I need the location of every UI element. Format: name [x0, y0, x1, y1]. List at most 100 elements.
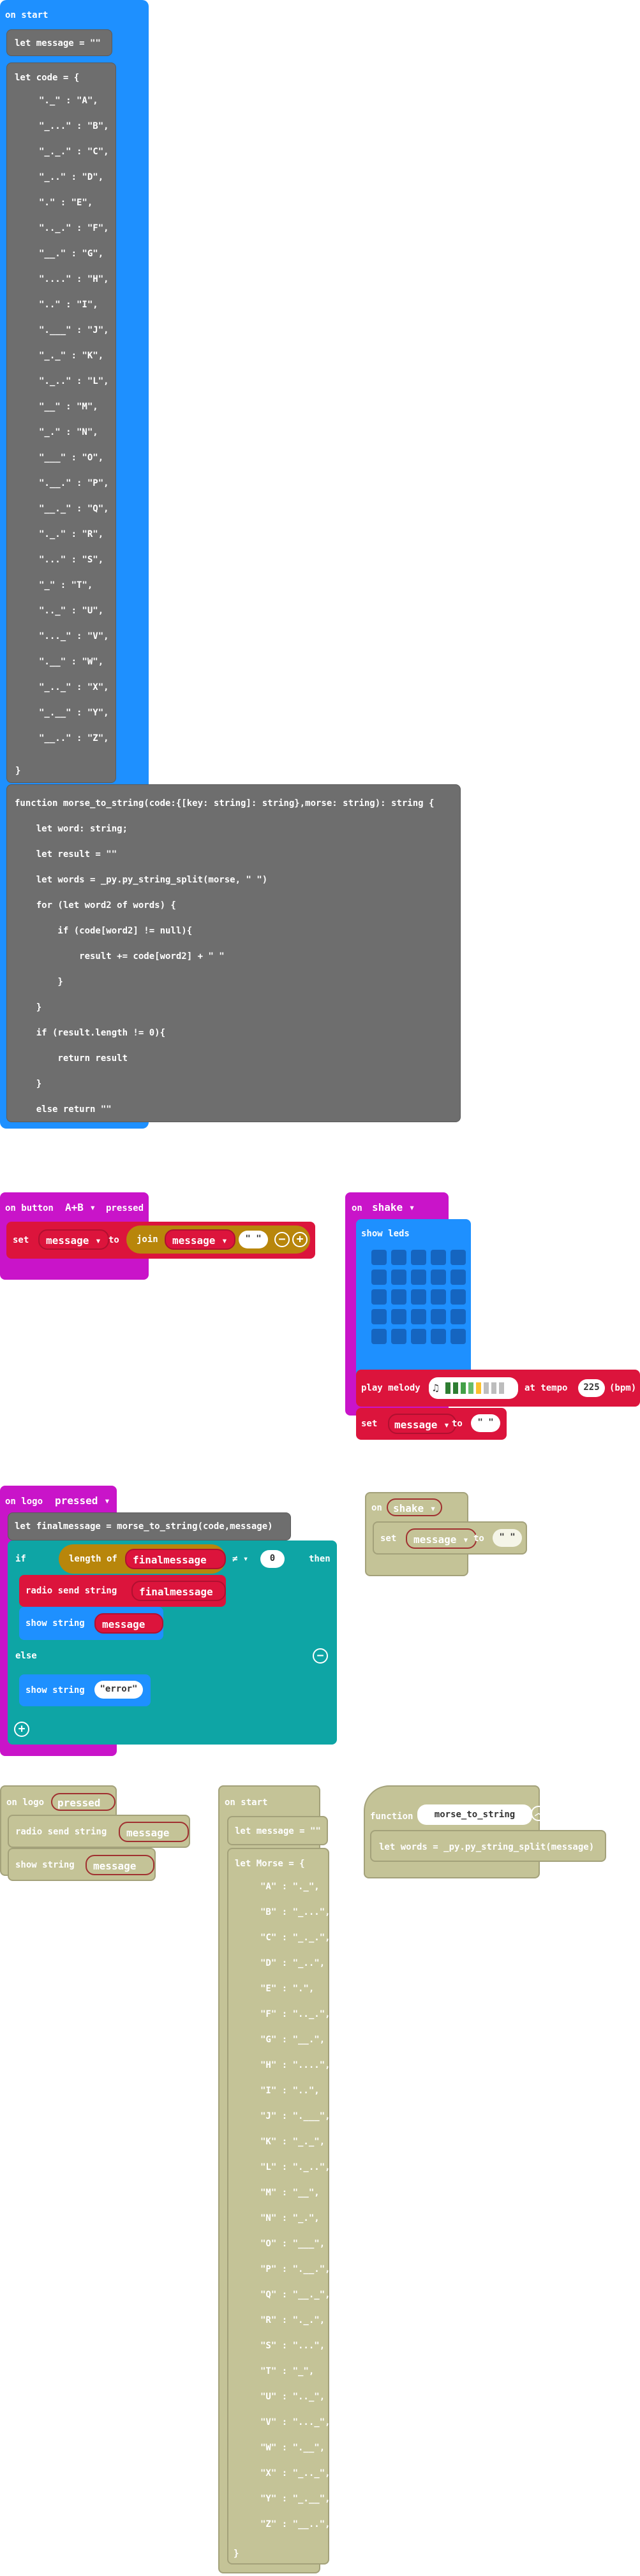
join-message-dropdown[interactable]: message	[165, 1229, 235, 1250]
message-var-dropdown[interactable]: message	[38, 1229, 109, 1250]
let-code-statement[interactable]: let code = { "._" : "A","_..." : "B","_.…	[6, 62, 116, 783]
ghost-entry: "J" : ".___",	[260, 2111, 331, 2121]
melody-segment	[476, 1382, 481, 1394]
melody-picker[interactable]: ♫	[429, 1377, 518, 1399]
if-footer: +	[8, 1718, 337, 1741]
set-message-shake-statement[interactable]: set message to " "	[356, 1408, 507, 1440]
ghost-radio-var[interactable]: message	[119, 1822, 189, 1842]
let-code-close-brace: }	[15, 766, 21, 776]
ghost-logo-dropdown[interactable]: pressed	[51, 1793, 115, 1811]
led-cell[interactable]	[450, 1270, 466, 1285]
led-cell[interactable]	[450, 1289, 466, 1305]
remove-input-icon[interactable]: −	[274, 1232, 290, 1247]
length-of-block[interactable]: length of finalmessage	[59, 1544, 226, 1574]
ghost-function-collapse-icon[interactable]: ︿	[531, 1806, 546, 1821]
led-cell[interactable]	[450, 1329, 466, 1344]
function-line: }	[15, 1002, 42, 1013]
led-cell[interactable]	[431, 1270, 446, 1285]
led-cell[interactable]	[411, 1329, 426, 1344]
led-cell[interactable]	[431, 1309, 446, 1324]
shake-string-input[interactable]: " "	[471, 1414, 500, 1432]
led-cell[interactable]	[391, 1329, 406, 1344]
ghost-entry: "Z" : "__..",	[260, 2519, 331, 2529]
gesture-dropdown[interactable]: shake	[368, 1199, 419, 1217]
led-cell[interactable]	[411, 1270, 426, 1285]
tempo-input[interactable]: 225	[578, 1379, 605, 1397]
ghost-radio-send[interactable]: radio send string message	[8, 1815, 190, 1848]
ghost-var-dropdown[interactable]: message	[406, 1528, 477, 1549]
let-finalmessage-statement[interactable]: let finalmessage = morse_to_string(code,…	[8, 1512, 291, 1540]
join-message-label: message	[172, 1234, 216, 1247]
play-melody-label: play melody	[361, 1383, 420, 1393]
led-cell[interactable]	[391, 1289, 406, 1305]
button-dropdown[interactable]: A+B	[61, 1199, 100, 1217]
show-leds-label: show leds	[361, 1229, 410, 1239]
melody-segment	[499, 1382, 504, 1394]
code-entry: ".." : "I",	[39, 300, 98, 310]
shake-var-dropdown[interactable]: message	[388, 1414, 456, 1434]
logo-event-dropdown[interactable]: pressed	[51, 1492, 114, 1510]
ghost-function-name-input[interactable]: morse_to_string	[417, 1804, 532, 1825]
ghost-entry: "I" : "..",	[260, 2086, 320, 2096]
show-string-error-statement[interactable]: show string "error"	[19, 1674, 151, 1706]
led-cell[interactable]	[371, 1309, 387, 1324]
add-else-icon[interactable]: +	[14, 1722, 29, 1737]
code-entry: "__._" : "Q",	[39, 504, 109, 514]
code-entry: ".__" : "W",	[39, 657, 104, 667]
ghost-entry: "A" : "._",	[260, 1882, 320, 1892]
led-cell[interactable]	[371, 1329, 387, 1344]
led-cell[interactable]	[450, 1309, 466, 1324]
show-string-statement[interactable]: show string message	[19, 1607, 163, 1640]
add-input-icon[interactable]: +	[292, 1232, 308, 1247]
set-message-join-statement[interactable]: set message to join message " " − +	[6, 1222, 315, 1259]
function-statement[interactable]: function morse_to_string(code:{[key: str…	[6, 784, 461, 1140]
function-line: }	[15, 1130, 20, 1140]
show-var-dropdown[interactable]: message	[94, 1613, 163, 1634]
radio-var-dropdown[interactable]: finalmessage	[131, 1581, 226, 1601]
led-cell[interactable]	[431, 1250, 446, 1265]
ghost-gesture-dropdown[interactable]: shake	[387, 1498, 443, 1516]
code-entry: "_." : "N",	[39, 427, 98, 437]
code-entry: ".._." : "F",	[39, 223, 109, 233]
ghost-show-string[interactable]: show string message	[8, 1848, 156, 1881]
function-line: result += code[word2] + " "	[15, 951, 225, 962]
led-cell[interactable]	[391, 1250, 406, 1265]
remove-else-icon[interactable]: −	[313, 1648, 328, 1664]
led-cell[interactable]	[450, 1250, 466, 1265]
led-cell[interactable]	[411, 1250, 426, 1265]
ghost-let-morse[interactable]: let Morse = { "A" : "._","B" : "_...","C…	[227, 1848, 331, 2565]
led-cell[interactable]	[371, 1250, 387, 1265]
ghost-show-var[interactable]: message	[86, 1855, 154, 1875]
length-var-dropdown[interactable]: finalmessage	[125, 1549, 226, 1569]
led-cell[interactable]	[391, 1270, 406, 1285]
ghost-let-words[interactable]: let words = _py.py_string_split(message)	[370, 1830, 606, 1862]
join-string-input[interactable]: " "	[239, 1231, 268, 1248]
code-entry: "._" : "A",	[39, 96, 98, 106]
ghost-entry: "D" : "_..",	[260, 1958, 325, 1968]
ghost-entry: "G" : "__.",	[260, 2035, 325, 2045]
let-message-statement[interactable]: let message = ""	[6, 29, 112, 56]
function-line: }	[15, 1079, 42, 1089]
led-cell[interactable]	[371, 1270, 387, 1285]
led-cell[interactable]	[431, 1289, 446, 1305]
compare-operator-dropdown[interactable]: ≠	[232, 1553, 248, 1565]
show-leds-block[interactable]: show leds	[356, 1219, 471, 1380]
led-cell[interactable]	[431, 1329, 446, 1344]
radio-send-statement[interactable]: radio send string finalmessage	[19, 1575, 226, 1607]
ghost-let-message[interactable]: let message = ""	[227, 1816, 328, 1845]
then-label: then	[309, 1554, 331, 1564]
ghost-set-statement[interactable]: set message to " "	[373, 1521, 527, 1555]
ghost-entry: "L" : "._..",	[260, 2162, 331, 2172]
join-block[interactable]: join message " " − +	[126, 1226, 310, 1254]
led-cell[interactable]	[411, 1289, 426, 1305]
code-entry: ".___" : "J",	[39, 325, 109, 335]
error-string-input[interactable]: "error"	[94, 1681, 143, 1699]
led-cell[interactable]	[411, 1309, 426, 1324]
led-cell[interactable]	[371, 1289, 387, 1305]
ghost-string-input[interactable]: " "	[493, 1529, 522, 1547]
play-melody-block[interactable]: play melody ♫ at tempo 225 (bpm)	[356, 1370, 640, 1407]
led-cell[interactable]	[391, 1309, 406, 1324]
ghost-entry: "S" : "...",	[260, 2341, 325, 2351]
compare-zero-input[interactable]: 0	[260, 1550, 285, 1568]
code-entry: "__" : "M",	[39, 402, 98, 412]
